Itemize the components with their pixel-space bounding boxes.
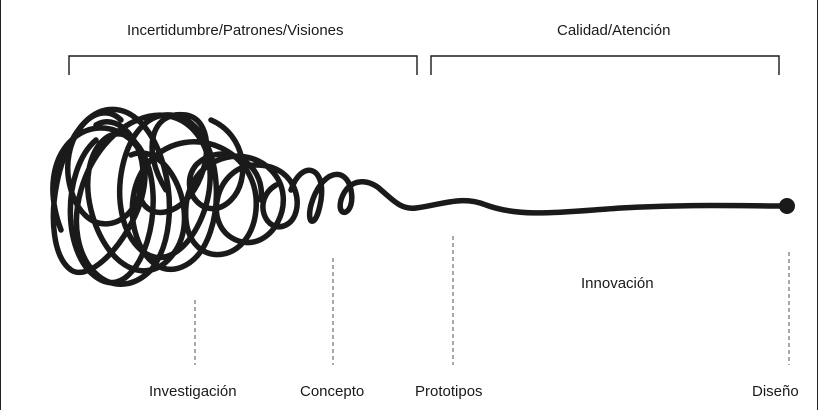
stage-label-diseno: Diseño	[752, 383, 799, 400]
bracket-label-uncertainty: Incertidumbre/Patrones/Visiones	[127, 22, 344, 39]
squiggle-line	[50, 106, 790, 287]
bracket-uncertainty	[68, 55, 418, 75]
innovation-label: Innovación	[581, 275, 654, 292]
stage-label-concepto: Concepto	[300, 383, 365, 400]
end-dot	[779, 198, 795, 214]
stage-label-prototipos: Prototipos	[415, 383, 483, 400]
stage-label-investigacion: Investigación	[149, 383, 237, 400]
bracket-label-quality: Calidad/Atención	[557, 22, 671, 39]
bracket-quality	[430, 55, 780, 75]
